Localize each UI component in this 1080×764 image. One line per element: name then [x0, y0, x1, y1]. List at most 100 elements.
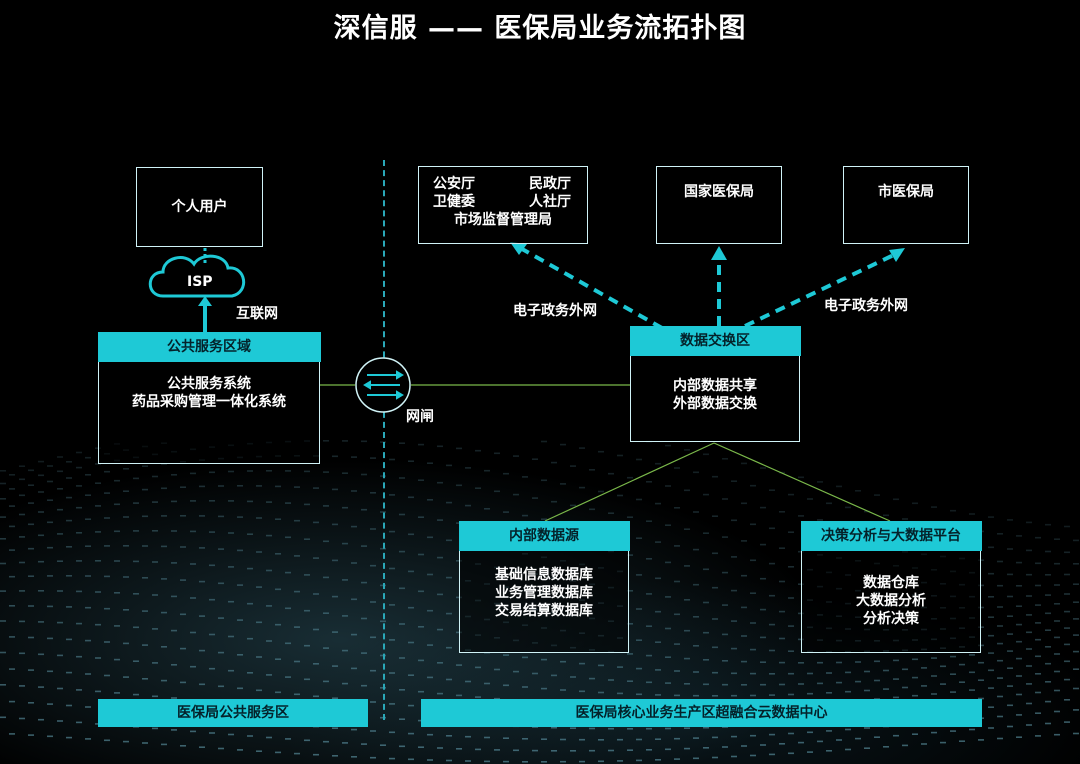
- wave-dot: [807, 498, 813, 500]
- wave-dot: [722, 633, 728, 636]
- wave-dot: [399, 513, 405, 516]
- wave-dot: [228, 532, 234, 534]
- wave-dot: [693, 583, 699, 586]
- wave-dot: [826, 730, 832, 732]
- wave-dot: [85, 545, 91, 547]
- wave-dot: [266, 674, 272, 676]
- wave-dot: [237, 654, 243, 656]
- footer-public-zone: 医保局公共服务区: [98, 699, 368, 727]
- wave-dot: [1035, 673, 1041, 675]
- wave-dot: [389, 567, 395, 570]
- wave-dot: [199, 683, 205, 686]
- wave-dot: [665, 682, 671, 684]
- wave-dot: [541, 761, 547, 763]
- wave-dot: [76, 655, 82, 658]
- wave-dot: [997, 560, 1003, 563]
- wave-dot: [817, 519, 823, 521]
- wave-dot: [218, 582, 224, 585]
- wave-dot: [237, 516, 243, 518]
- wave-dot: [636, 759, 642, 762]
- wave-dot: [38, 718, 44, 721]
- wave-dot: [1045, 523, 1051, 526]
- wave-dot: [541, 518, 547, 520]
- wave-dot: [598, 760, 604, 763]
- wave-dot: [522, 686, 528, 688]
- wave-dot: [389, 731, 395, 734]
- wave-dot: [959, 681, 965, 683]
- wave-dot: [171, 629, 177, 632]
- wave-dot: [66, 461, 72, 463]
- wave-dot: [389, 672, 395, 674]
- wave-dot: [674, 545, 680, 547]
- wave-dot: [418, 443, 424, 446]
- wave-dot: [655, 462, 661, 465]
- wave-dot: [123, 676, 129, 678]
- wave-dot: [864, 510, 870, 513]
- wave-dot: [1073, 732, 1079, 735]
- wave-dot: [446, 576, 452, 579]
- wave-dot: [342, 542, 348, 545]
- wave-dot: [323, 505, 329, 507]
- wave-dot: [893, 696, 899, 699]
- wave-dot: [513, 493, 519, 496]
- wave-dot: [408, 758, 414, 761]
- wave-dot: [1064, 678, 1070, 681]
- wave-dot: [247, 672, 253, 674]
- wave-dot: [437, 556, 443, 559]
- wave-dot: [370, 669, 376, 672]
- wave-dot: [760, 661, 766, 663]
- wave-dot: [180, 515, 186, 517]
- wave-dot: [142, 545, 148, 547]
- wave-dot: [418, 590, 424, 593]
- wave-dot: [0, 590, 6, 592]
- wave-dot: [66, 519, 72, 522]
- wave-dot: [978, 679, 984, 681]
- wave-dot: [665, 485, 671, 487]
- wave-dot: [313, 628, 319, 631]
- wave-dot: [731, 519, 737, 522]
- wave-dot: [19, 561, 25, 564]
- wave-dot: [152, 561, 158, 563]
- wave-dot: [1035, 638, 1041, 641]
- wave-dot: [351, 562, 357, 564]
- wave-dot: [712, 646, 718, 649]
- wave-dot: [940, 665, 946, 668]
- wave-dot: [437, 593, 443, 596]
- wave-dot: [836, 485, 842, 488]
- wave-dot: [47, 546, 53, 549]
- wave-dot: [1035, 691, 1041, 694]
- wave-dot: [47, 465, 53, 467]
- wave-dot: [9, 575, 15, 578]
- wave-dot: [104, 674, 110, 677]
- wave-dot: [66, 575, 72, 577]
- wave-dot: [76, 622, 82, 625]
- wave-dot: [750, 523, 756, 526]
- wave-dot: [817, 740, 823, 743]
- wave-dot: [1035, 604, 1041, 606]
- wave-dot: [104, 545, 110, 547]
- exchange-zone-body: 内部数据共享 外部数据交换: [631, 377, 799, 413]
- wave-dot: [1054, 733, 1060, 736]
- wave-dot: [712, 736, 718, 739]
- wave-dot: [940, 683, 946, 685]
- wave-dot: [209, 633, 215, 636]
- agency-market-supervision: 市场监督管理局: [454, 212, 552, 228]
- wave-dot: [123, 468, 129, 470]
- wave-dot: [817, 481, 823, 483]
- wave-dot: [551, 461, 557, 464]
- wave-dot: [399, 623, 405, 625]
- wave-dot: [1064, 610, 1070, 613]
- wave-dot: [475, 487, 481, 489]
- wave-dot: [95, 690, 101, 693]
- wave-dot: [228, 470, 234, 473]
- wave-dot: [190, 472, 196, 475]
- wave-dot: [1026, 648, 1032, 650]
- wave-dot: [541, 687, 547, 690]
- wave-dot: [57, 687, 63, 690]
- wave-dot: [627, 554, 633, 556]
- wave-dot: [475, 449, 481, 452]
- wave-dot: [712, 475, 718, 478]
- wave-dot: [684, 629, 690, 632]
- wave-dot: [1054, 562, 1060, 565]
- arrow-exchange-to-city: [744, 250, 901, 328]
